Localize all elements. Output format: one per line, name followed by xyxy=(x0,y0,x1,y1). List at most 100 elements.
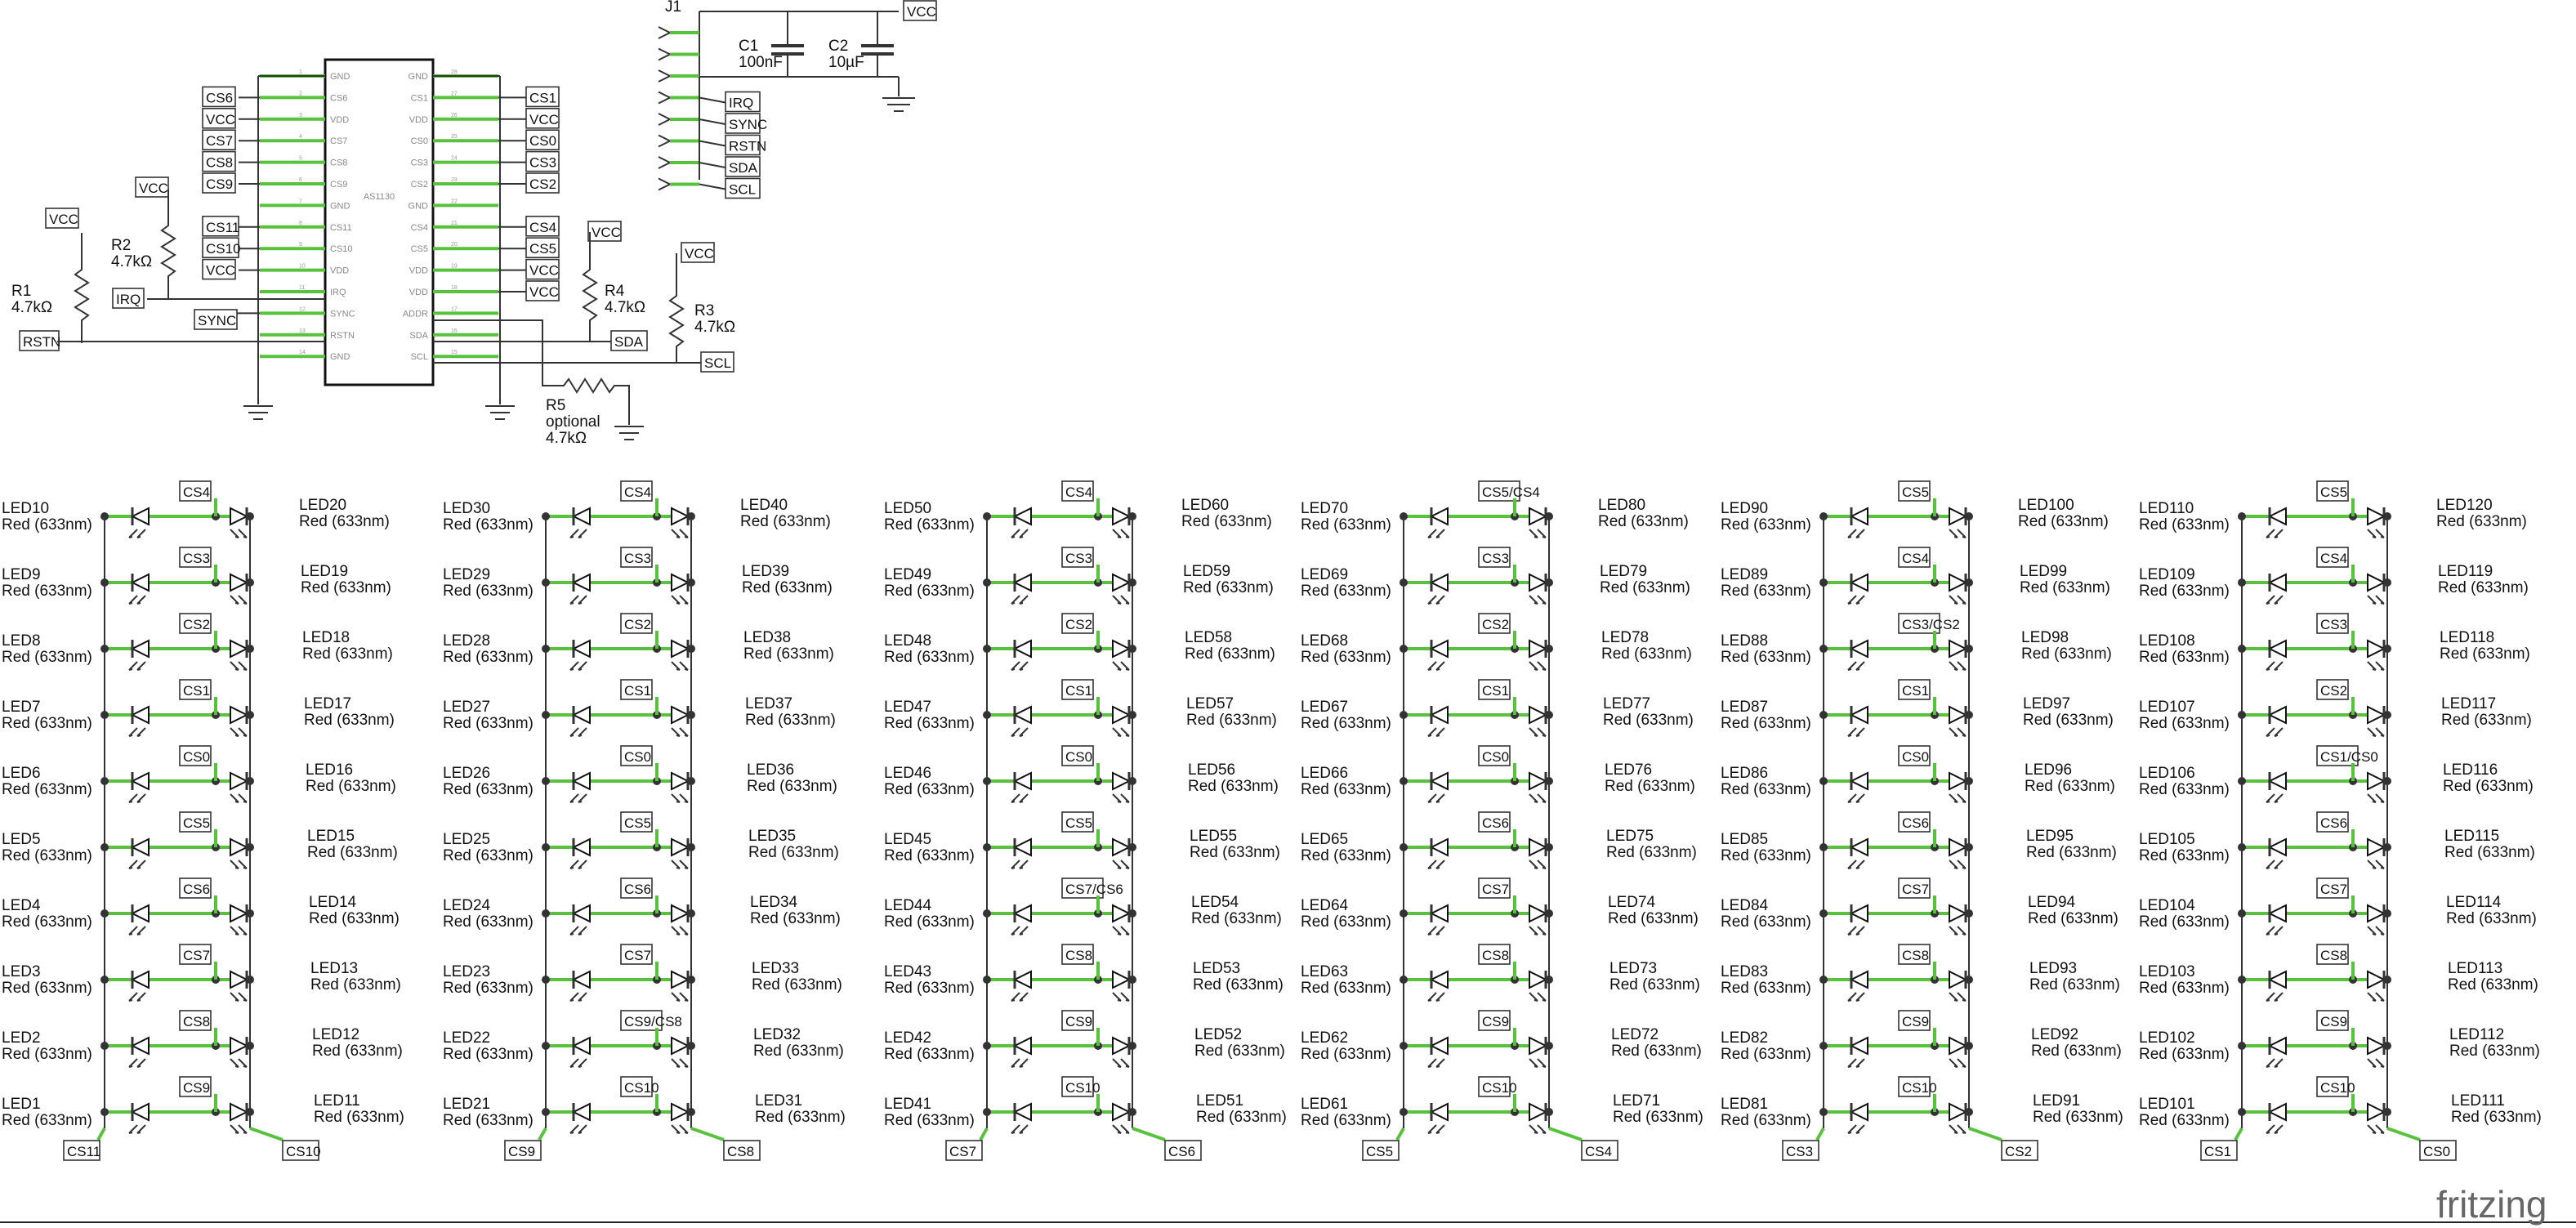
led-diode[interactable] xyxy=(1529,573,1548,605)
led-diode[interactable] xyxy=(1011,639,1032,671)
led-diode[interactable] xyxy=(1529,904,1548,936)
led-diode[interactable] xyxy=(128,1102,150,1134)
led-diode[interactable] xyxy=(1427,507,1449,538)
led-diode[interactable] xyxy=(1529,1036,1548,1068)
led-diode[interactable] xyxy=(1011,573,1032,605)
led-diode[interactable] xyxy=(2367,771,2386,803)
led-diode[interactable] xyxy=(128,507,150,538)
led-diode[interactable] xyxy=(671,1036,690,1068)
led-diode[interactable] xyxy=(2266,639,2287,671)
led-diode[interactable] xyxy=(1847,771,1868,803)
led-diode[interactable] xyxy=(1427,573,1449,605)
led-diode[interactable] xyxy=(1949,1102,1968,1134)
led-diode[interactable] xyxy=(1011,1102,1032,1134)
led-diode[interactable] xyxy=(1529,970,1548,1002)
led-diode[interactable] xyxy=(2367,970,2386,1002)
led-diode[interactable] xyxy=(1847,705,1868,737)
led-diode[interactable] xyxy=(1427,837,1449,869)
led-diode[interactable] xyxy=(128,705,150,737)
led-diode[interactable] xyxy=(2266,507,2287,538)
led-diode[interactable] xyxy=(569,507,591,538)
led-diode[interactable] xyxy=(1112,639,1132,671)
capacitor-c2[interactable]: C2 10µF VCC xyxy=(828,0,937,112)
led-diode[interactable] xyxy=(671,904,690,936)
led-diode[interactable] xyxy=(128,837,150,869)
led-diode[interactable] xyxy=(671,507,690,538)
led-diode[interactable] xyxy=(569,1036,591,1068)
led-diode[interactable] xyxy=(1427,1102,1449,1134)
led-diode[interactable] xyxy=(1949,1036,1968,1068)
led-diode[interactable] xyxy=(2266,1102,2287,1134)
led-diode[interactable] xyxy=(128,771,150,803)
led-diode[interactable] xyxy=(1427,639,1449,671)
led-diode[interactable] xyxy=(1112,970,1132,1002)
led-diode[interactable] xyxy=(2266,837,2287,869)
led-diode[interactable] xyxy=(1011,771,1032,803)
led-diode[interactable] xyxy=(1011,1036,1032,1068)
led-diode[interactable] xyxy=(230,639,249,671)
led-diode[interactable] xyxy=(569,573,591,605)
led-diode[interactable] xyxy=(1847,507,1868,538)
led-diode[interactable] xyxy=(1949,771,1968,803)
led-diode[interactable] xyxy=(1847,970,1868,1002)
led-diode[interactable] xyxy=(1529,705,1548,737)
resistor-r2[interactable]: VCC R2 4.7kΩ IRQ xyxy=(111,176,325,309)
led-diode[interactable] xyxy=(671,573,690,605)
led-diode[interactable] xyxy=(230,1102,249,1134)
led-diode[interactable] xyxy=(2266,904,2287,936)
led-diode[interactable] xyxy=(1011,507,1032,538)
led-diode[interactable] xyxy=(671,970,690,1002)
led-diode[interactable] xyxy=(1949,507,1968,538)
led-diode[interactable] xyxy=(569,639,591,671)
led-diode[interactable] xyxy=(1847,573,1868,605)
led-diode[interactable] xyxy=(1847,1102,1868,1134)
led-diode[interactable] xyxy=(1529,639,1548,671)
led-diode[interactable] xyxy=(1112,507,1132,538)
led-diode[interactable] xyxy=(1427,705,1449,737)
led-diode[interactable] xyxy=(230,771,249,803)
led-diode[interactable] xyxy=(1529,837,1548,869)
led-diode[interactable] xyxy=(1949,705,1968,737)
led-diode[interactable] xyxy=(128,1036,150,1068)
led-diode[interactable] xyxy=(671,639,690,671)
led-diode[interactable] xyxy=(569,1102,591,1134)
led-diode[interactable] xyxy=(1112,1102,1132,1134)
led-diode[interactable] xyxy=(230,507,249,538)
led-diode[interactable] xyxy=(1427,904,1449,936)
led-diode[interactable] xyxy=(2367,837,2386,869)
led-diode[interactable] xyxy=(2266,771,2287,803)
led-diode[interactable] xyxy=(671,837,690,869)
led-diode[interactable] xyxy=(2266,705,2287,737)
led-diode[interactable] xyxy=(671,771,690,803)
led-diode[interactable] xyxy=(230,837,249,869)
led-diode[interactable] xyxy=(569,904,591,936)
led-diode[interactable] xyxy=(128,639,150,671)
led-diode[interactable] xyxy=(1427,1036,1449,1068)
led-diode[interactable] xyxy=(1011,705,1032,737)
led-diode[interactable] xyxy=(1949,970,1968,1002)
led-diode[interactable] xyxy=(569,970,591,1002)
led-diode[interactable] xyxy=(569,837,591,869)
led-diode[interactable] xyxy=(671,1102,690,1134)
led-diode[interactable] xyxy=(1529,771,1548,803)
resistor-r4[interactable]: VCC R4 4.7kΩ SDA xyxy=(433,221,648,351)
led-diode[interactable] xyxy=(1847,1036,1868,1068)
led-diode[interactable] xyxy=(1112,705,1132,737)
led-diode[interactable] xyxy=(230,1036,249,1068)
led-diode[interactable] xyxy=(230,904,249,936)
led-diode[interactable] xyxy=(1011,904,1032,936)
led-diode[interactable] xyxy=(128,970,150,1002)
led-diode[interactable] xyxy=(2367,1102,2386,1134)
led-diode[interactable] xyxy=(1529,1102,1548,1134)
resistor-r3[interactable]: VCC R3 4.7kΩ SCL xyxy=(433,242,735,373)
led-diode[interactable] xyxy=(1949,904,1968,936)
resistor-r5[interactable]: R5 optional 4.7kΩ xyxy=(433,319,644,447)
led-diode[interactable] xyxy=(1112,1036,1132,1068)
led-diode[interactable] xyxy=(2266,970,2287,1002)
led-diode[interactable] xyxy=(2266,573,2287,605)
led-diode[interactable] xyxy=(230,573,249,605)
led-diode[interactable] xyxy=(2367,705,2386,737)
led-diode[interactable] xyxy=(1112,837,1132,869)
led-diode[interactable] xyxy=(1847,904,1868,936)
